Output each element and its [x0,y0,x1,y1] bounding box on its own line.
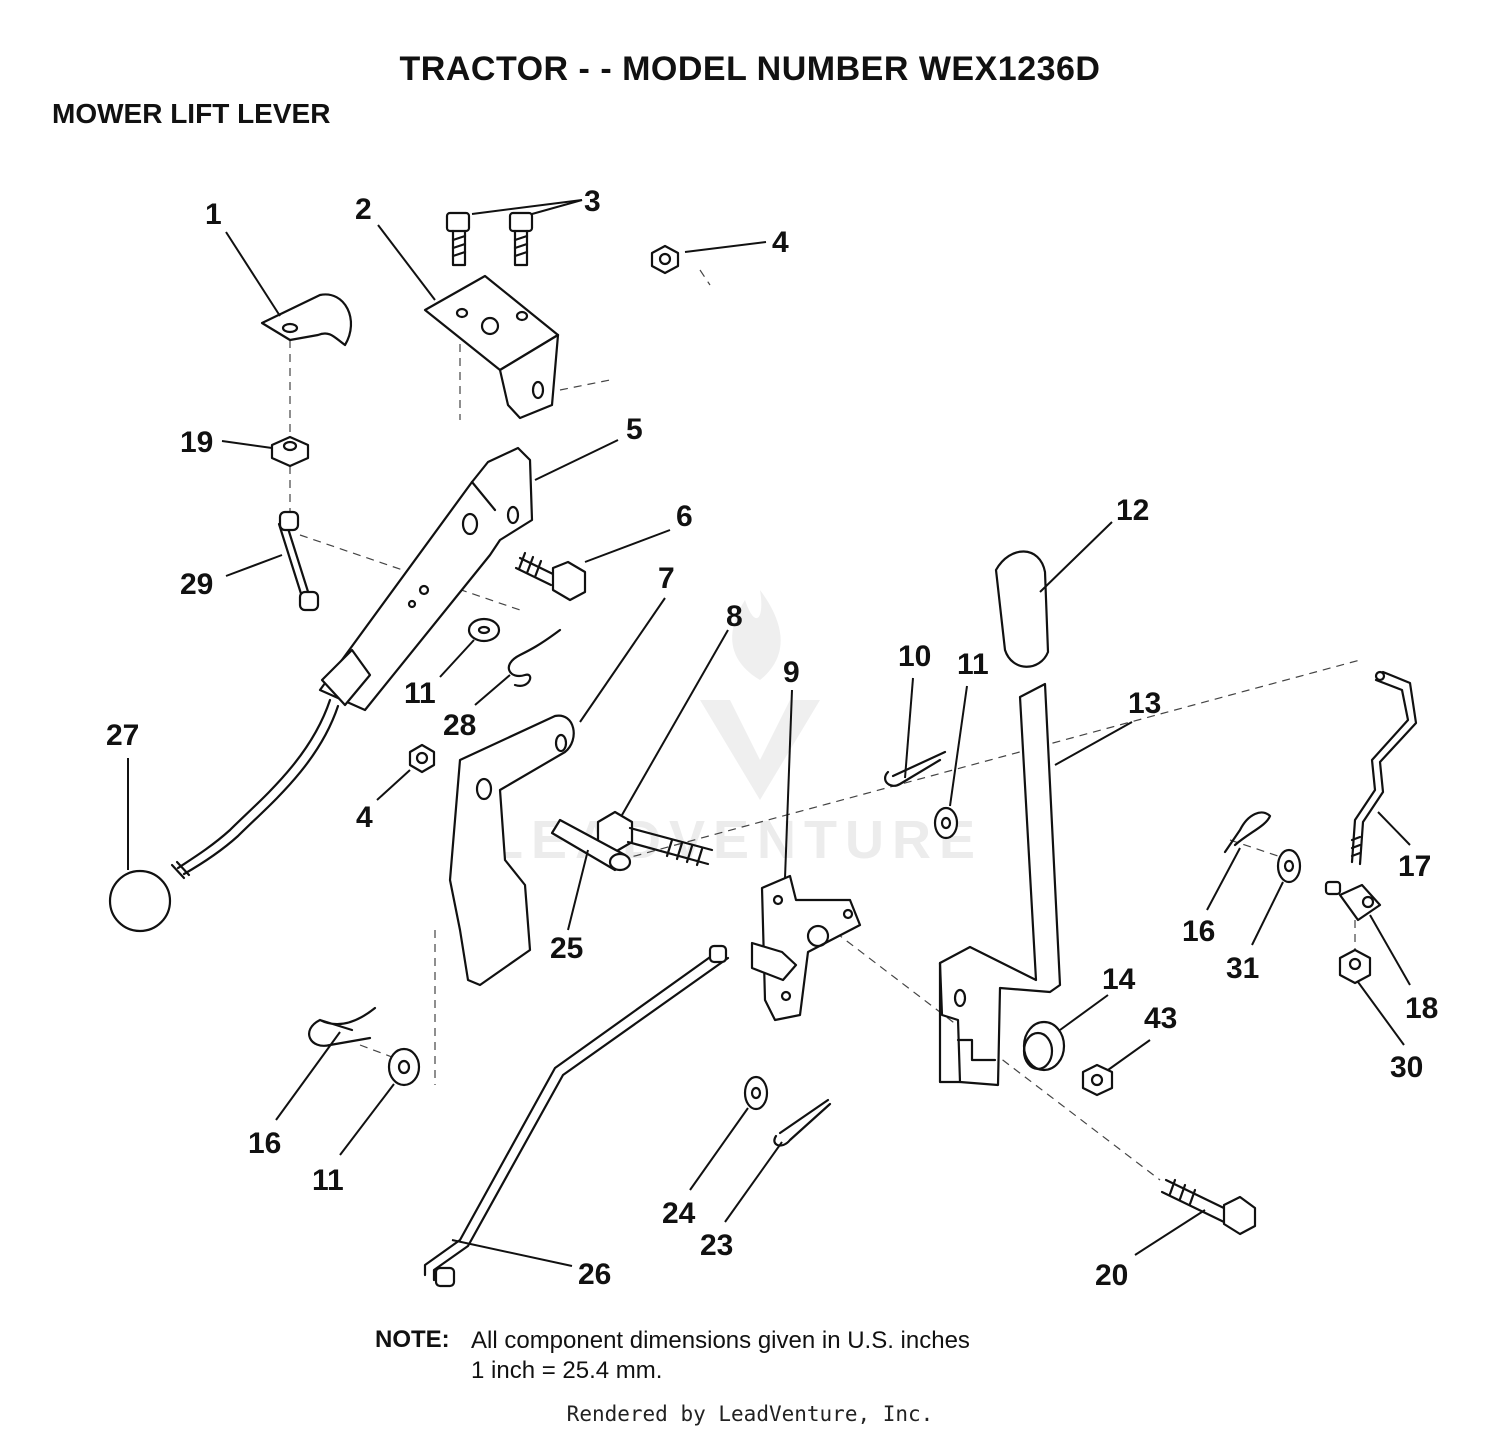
callout-12: 12 [1116,494,1149,527]
part-4-nut-mid [408,743,436,774]
callout-26: 26 [578,1258,611,1291]
part-28-hairpin [507,628,562,687]
part-14-bushing [1022,1020,1066,1072]
callout-11: 11 [404,677,436,710]
part-43-nut [1081,1063,1114,1097]
part-8-bolt [596,810,714,867]
part-11-washer-c [387,1047,421,1087]
callout-43: 43 [1144,1002,1177,1035]
callout-1: 1 [205,198,222,231]
footer-credit: Rendered by LeadVenture, Inc. [566,1402,934,1426]
part-5-lift-lever [170,446,534,880]
page-title: TRACTOR - - MODEL NUMBER WEX1236D [399,50,1101,88]
leader-lines [127,199,1411,1267]
part-3-bolts [445,211,534,267]
callout-8: 8 [726,600,743,633]
part-24-washer [743,1075,769,1111]
part-19-nut [270,435,310,468]
part-25-sleeve [550,818,632,872]
part-7-bracket [448,714,575,987]
callout-27: 27 [106,719,139,752]
part-11-washer-b [933,806,959,840]
part-10-cotter-pin [884,750,947,787]
callout-25: 25 [550,932,583,965]
part-11-washer-a [467,617,501,643]
part-4-nut-top [650,244,680,275]
section-title: MOWER LIFT LEVER [52,98,331,129]
callout-31: 31 [1226,952,1259,985]
note-text: All component dimensions given in U.S. i… [471,1326,970,1386]
part-16-hairpin-left [308,1006,377,1047]
part-1-clip [260,293,353,347]
callout-11-c: 11 [312,1164,344,1197]
part-6-bolt [514,551,587,602]
dimension-note: NOTE: All component dimensions given in U… [375,1326,970,1386]
callout-2: 2 [355,193,372,226]
part-31-washer [1276,848,1302,884]
part-27-knob [108,869,172,933]
note-label: NOTE: [375,1326,450,1353]
part-2-bracket [423,274,560,420]
part-20-bolt [1160,1178,1257,1236]
callout-20: 20 [1095,1259,1128,1292]
callout-14: 14 [1102,963,1136,996]
part-26-rod [423,944,730,1288]
callout-5: 5 [626,413,643,446]
part-29-link [277,510,320,612]
part-13-handle [938,682,1062,1087]
callout-19: 19 [180,426,213,459]
callout-labels: 1 2 3 4 19 5 6 29 11 28 27 4 7 8 9 10 11… [106,185,1438,1292]
callout-24: 24 [662,1197,696,1230]
part-30-nut [1338,948,1372,985]
note-line-2: 1 inch = 25.4 mm. [471,1357,663,1384]
callout-28: 28 [443,709,476,742]
callout-23: 23 [700,1229,733,1262]
part-17-rod [1350,670,1418,866]
callout-10: 10 [898,640,931,673]
callout-16: 16 [1182,915,1215,948]
part-18-swivel [1324,880,1382,922]
callout-3: 3 [584,185,601,218]
note-line-1: All component dimensions given in U.S. i… [471,1327,970,1354]
part-16-hairpin-right [1223,811,1272,854]
callout-4: 4 [772,226,789,259]
callout-11-b: 11 [957,648,989,681]
callout-16-b: 16 [248,1127,281,1160]
callout-29: 29 [180,568,213,601]
part-9-plate [750,874,862,1022]
callout-4-b: 4 [356,801,373,834]
part-23-cotter-pin [773,1098,832,1147]
callout-18: 18 [1405,992,1438,1025]
callout-9: 9 [783,656,800,689]
callout-30: 30 [1390,1051,1423,1084]
callout-17: 17 [1398,850,1431,883]
part-12-grip [994,550,1050,668]
callout-6: 6 [676,500,693,533]
callout-13: 13 [1128,687,1161,720]
callout-7: 7 [658,562,675,595]
